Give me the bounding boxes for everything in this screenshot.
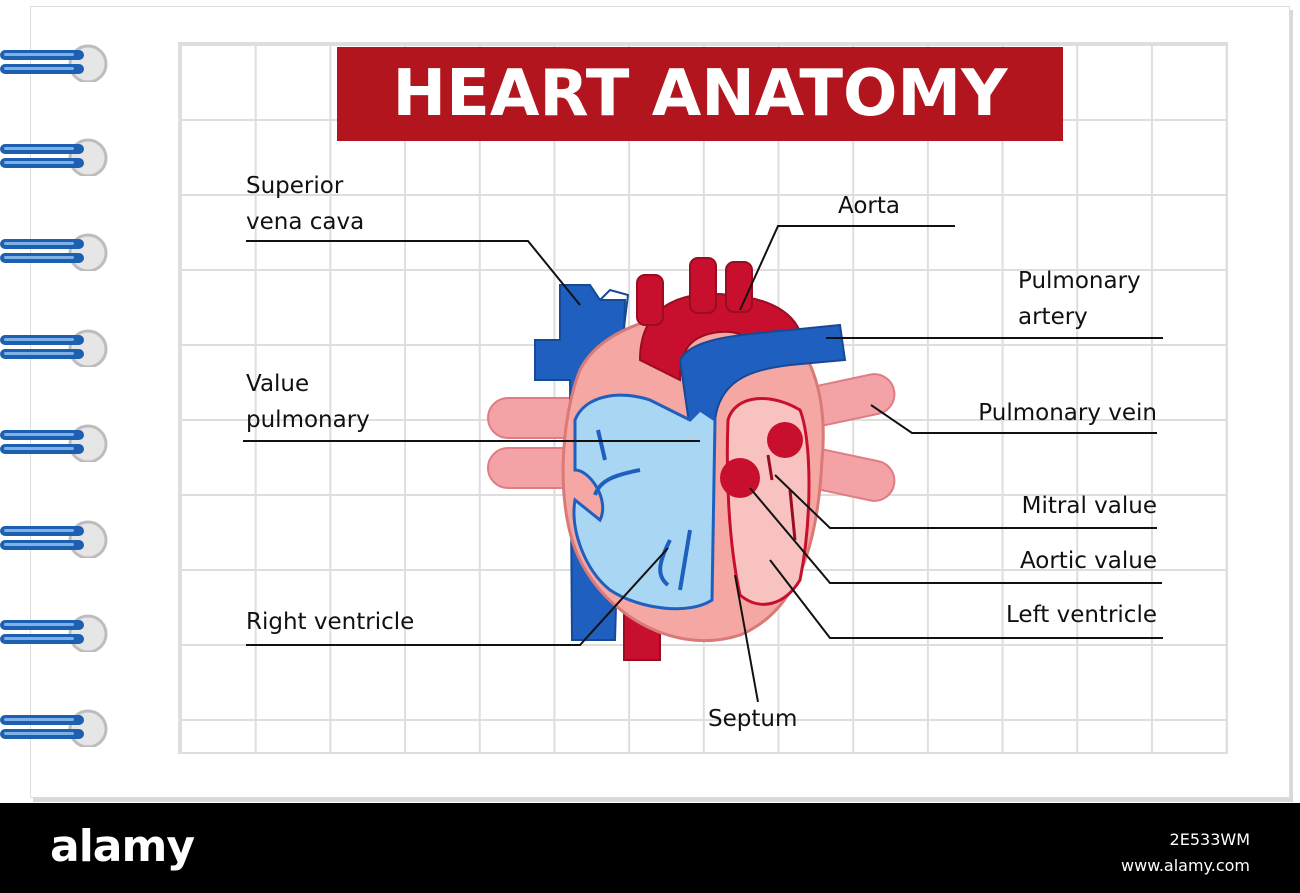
- pulmonary-artery: [678, 323, 847, 432]
- site-url: www.alamy.com: [1121, 856, 1250, 875]
- binding-ring: [0, 329, 108, 367]
- binding-ring: [0, 520, 108, 558]
- label-line: Pulmonary: [1018, 268, 1141, 294]
- image-id: 2E533WM: [1169, 830, 1250, 849]
- label-line: pulmonary: [246, 407, 370, 433]
- label-pulmonary-artery: Pulmonary artery: [1018, 263, 1141, 335]
- label-value-pulmonary: Value pulmonary: [246, 366, 370, 438]
- leader-lines: [243, 225, 1163, 703]
- label-line: Superior: [246, 173, 344, 199]
- label-superior-vena-cava: Superior vena cava: [246, 168, 364, 240]
- footer-logo: alamy: [50, 821, 195, 872]
- flow-arrows-red: [766, 454, 797, 541]
- label-line: Value: [246, 371, 310, 397]
- binding-ring: [0, 709, 108, 747]
- right-chambers: [572, 393, 717, 611]
- page-title: HEART ANATOMY: [392, 57, 1008, 131]
- binding-ring: [0, 233, 108, 271]
- binding-ring: [0, 424, 108, 462]
- binding-ring: [0, 614, 108, 652]
- label-line: artery: [1018, 304, 1088, 330]
- binding-ring: [0, 138, 108, 176]
- label-pulmonary-vein: Pulmonary vein: [978, 400, 1157, 426]
- label-left-ventricle: Left ventricle: [1006, 602, 1157, 628]
- binding-ring: [0, 44, 108, 82]
- flow-arrows: [593, 429, 692, 591]
- label-right-ventricle: Right ventricle: [246, 609, 415, 635]
- label-aorta: Aorta: [838, 193, 900, 219]
- mitral-valve: [767, 422, 803, 458]
- label-mitral-value: Mitral value: [1021, 493, 1157, 519]
- label-aortic-value: Aortic value: [1019, 548, 1157, 574]
- watermark-footer: alamy 2E533WM www.alamy.com: [0, 803, 1300, 893]
- footer-credit: 2E533WM www.alamy.com: [1121, 827, 1250, 879]
- label-line: vena cava: [246, 209, 365, 235]
- label-septum: Septum: [708, 706, 798, 732]
- title-banner: HEART ANATOMY: [337, 47, 1063, 141]
